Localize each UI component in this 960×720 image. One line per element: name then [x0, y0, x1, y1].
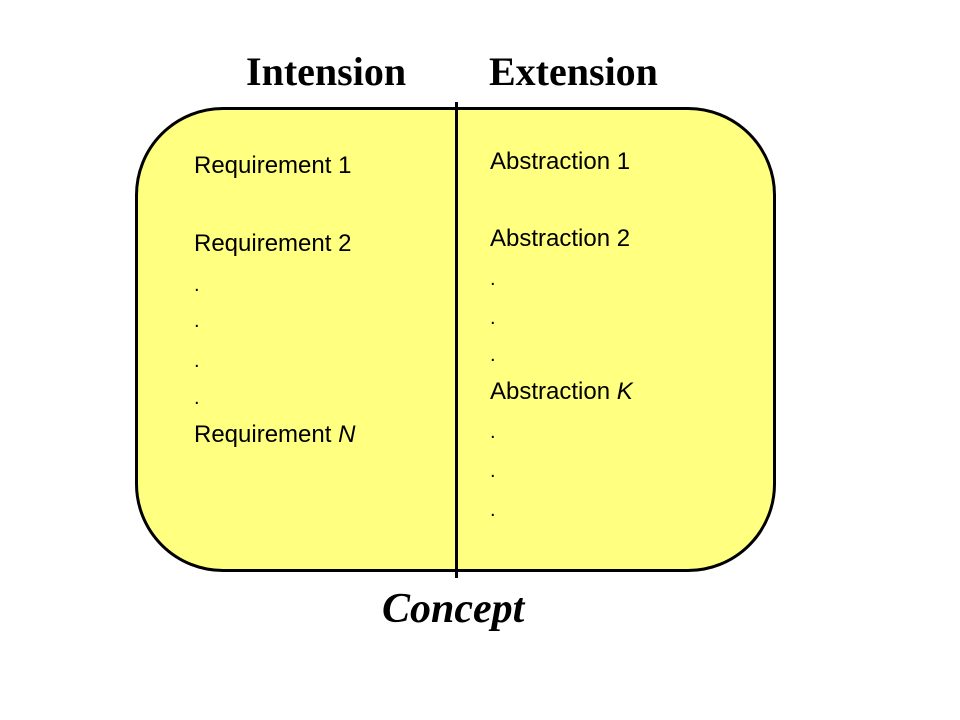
requirement-n-variable: N	[338, 421, 356, 448]
requirement-n-prefix: Requirement	[194, 421, 339, 448]
requirement-2: Requirement 2	[194, 230, 352, 257]
ellipsis-dot: .	[490, 499, 496, 521]
ellipsis-dot: .	[194, 350, 200, 372]
abstraction-1: Abstraction 1	[490, 148, 631, 175]
ellipsis-dot: .	[194, 387, 200, 409]
ellipsis-dot: .	[194, 274, 200, 296]
requirement-n: Requirement N	[194, 420, 355, 450]
ellipsis-dot: .	[490, 268, 496, 290]
intension-heading: Intension	[246, 49, 407, 94]
ellipsis-dot: .	[490, 344, 496, 366]
ellipsis-dot: .	[490, 460, 496, 482]
ellipsis-dot: .	[194, 310, 200, 332]
ellipsis-dot: .	[490, 307, 496, 329]
divider-line	[455, 102, 458, 578]
abstraction-k-variable: K	[616, 378, 633, 405]
abstraction-k-prefix: Abstraction	[490, 378, 617, 405]
concept-label: Concept	[382, 586, 525, 632]
abstraction-2: Abstraction 2	[490, 225, 631, 252]
abstraction-k: Abstraction K	[490, 377, 633, 407]
extension-heading: Extension	[489, 49, 658, 94]
requirement-1: Requirement 1	[194, 152, 352, 179]
ellipsis-dot: .	[490, 421, 496, 443]
